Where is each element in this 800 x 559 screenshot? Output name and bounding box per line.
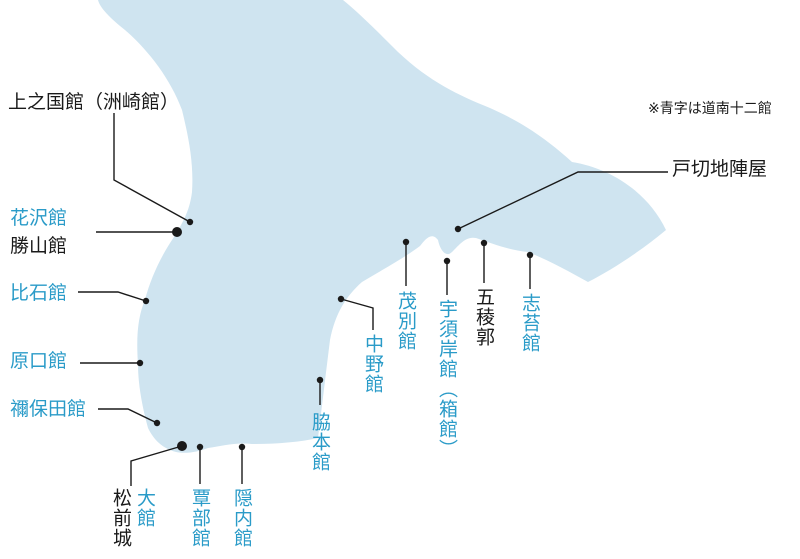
label-nakano: 中野館 [362,334,384,394]
label-usukeshi-paren: （箱館） [436,379,458,459]
label-hiishi: 比石館 [10,282,68,304]
leader-hekiri [457,171,668,230]
land-mass [98,0,666,453]
dot-kobe [196,443,204,451]
label-haraguchi: 原口館 [10,350,68,372]
dot-onnai [238,443,246,451]
dot-hanazawa-katsuyama [172,227,182,237]
label-goryokaku: 五稜郭 [473,287,495,347]
label-usukeshi-main: 宇須岸館 [436,299,458,379]
label-hanazawa: 花沢館 [10,207,68,229]
label-nehoda: 禰保田館 [10,398,87,420]
site-dots [136,218,534,451]
label-katsuyama: 勝山館 [10,235,68,257]
dot-nakano [337,295,345,303]
legend-note: ※青字は道南十二館 [648,101,772,117]
label-kaminokuni: 上之国館（洲崎館） [8,91,180,113]
dot-goryokaku [480,239,488,247]
leader-nehoda [98,408,158,424]
label-kobe: 覃部館 [189,488,211,548]
dot-usukeshi [443,257,451,265]
leader-hiishi [78,291,147,302]
dot-hekiri [454,225,462,233]
label-usukeshi: 宇須岸館（箱館） [436,299,458,459]
label-hekiri: 戸切地陣屋 [672,158,768,180]
dot-mobetsu [402,238,410,246]
label-mobetsu: 茂別館 [395,291,417,351]
leader-kaminokuni [113,113,191,223]
dot-kaminokuni [186,218,194,226]
dot-shinori [526,251,534,259]
leader-nakano [340,298,374,330]
dot-matsumae [177,441,187,451]
leader-lines [78,113,668,486]
label-wakimoto: 脇本館 [309,412,331,472]
leader-matsumae [130,445,183,486]
dot-haraguchi [136,359,144,367]
dot-nehoda [153,419,161,427]
dot-wakimoto [316,376,324,384]
label-odate: 大館 [134,488,156,528]
label-shinori: 志苔館 [519,293,541,353]
label-onnai: 隠内館 [231,488,253,548]
label-matsumae: 松前城 [110,488,132,548]
dot-hiishi [142,297,150,305]
